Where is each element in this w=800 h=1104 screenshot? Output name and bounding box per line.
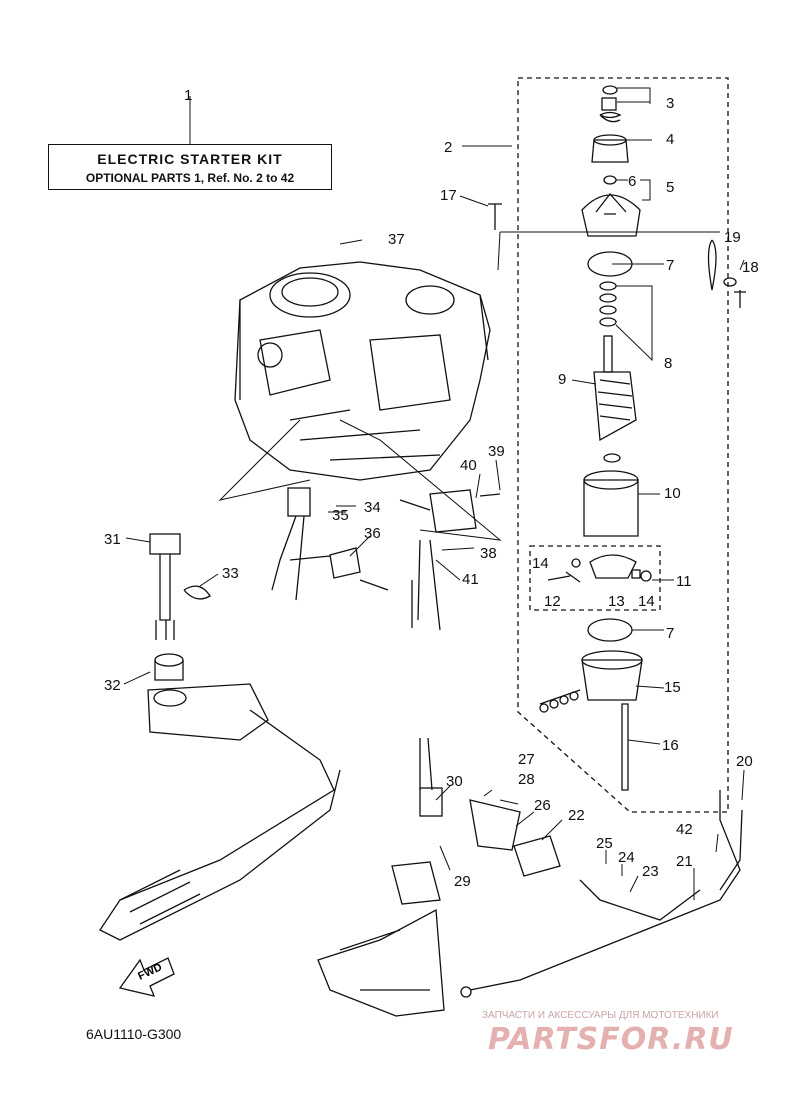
- callout-24: 24: [618, 849, 635, 866]
- callout-28: 28: [518, 771, 535, 788]
- engine-block: [234, 261, 491, 481]
- callout-34: 34: [364, 499, 381, 516]
- callout-11: 11: [676, 573, 692, 590]
- kit-subtitle: OPTIONAL PARTS 1, Ref. No. 2 to 42: [85, 171, 295, 185]
- callout-20: 20: [736, 753, 753, 770]
- callout-14-left: 14: [532, 555, 549, 572]
- callout-5: 5: [666, 179, 674, 196]
- callout-16: 16: [662, 737, 679, 754]
- callout-39: 39: [488, 443, 505, 460]
- callout-10: 10: [664, 485, 681, 502]
- callout-32: 32: [104, 677, 121, 694]
- callout-12: 12: [544, 593, 561, 610]
- watermark-tagline: ЗАПЧАСТИ И АКСЕССУАРЫ ДЛЯ МОТОТЕХНИКИ: [482, 1010, 719, 1021]
- callout-1: 1: [184, 87, 192, 104]
- callout-40: 40: [460, 457, 477, 474]
- callout-21: 21: [676, 853, 693, 870]
- callout-25: 25: [596, 835, 613, 852]
- callout-14-right: 14: [638, 593, 655, 610]
- brush-holder-box: [529, 545, 661, 611]
- kit-label-box: ELECTRIC STARTER KIT OPTIONAL PARTS 1, R…: [48, 144, 332, 190]
- callout-7-bottom: 7: [666, 625, 674, 642]
- callout-22: 22: [568, 807, 585, 824]
- callout-33: 33: [222, 565, 239, 582]
- kit-title: ELECTRIC STARTER KIT: [97, 151, 283, 167]
- watermark-logo: PARTSFOR.RU: [488, 1022, 734, 1057]
- callout-19: 19: [724, 229, 741, 246]
- callout-17: 17: [440, 187, 457, 204]
- callout-8: 8: [664, 355, 672, 372]
- callout-26: 26: [534, 797, 551, 814]
- bottom-cowling: [317, 737, 561, 1017]
- switch-and-wiring: [149, 487, 389, 681]
- callout-35: 35: [332, 507, 349, 524]
- callout-9: 9: [558, 371, 566, 388]
- callout-7-top: 7: [666, 257, 674, 274]
- callout-15: 15: [664, 679, 681, 696]
- battery-cables: [460, 790, 743, 998]
- callout-4: 4: [666, 131, 674, 148]
- callout-30: 30: [446, 773, 463, 790]
- callout-3: 3: [666, 95, 674, 112]
- callout-41: 41: [462, 571, 479, 588]
- callout-29: 29: [454, 873, 471, 890]
- leader-lines: [123, 87, 745, 900]
- kit-boundary-dashed: [517, 77, 729, 813]
- callout-31: 31: [104, 531, 121, 548]
- callout-38: 38: [480, 545, 497, 562]
- rectifier-regulator: [399, 489, 501, 631]
- callout-6: 6: [628, 173, 636, 190]
- callout-23: 23: [642, 863, 659, 880]
- callout-13: 13: [608, 593, 625, 610]
- diagram-code: 6AU1110-G300: [86, 1026, 182, 1042]
- callout-36: 36: [364, 525, 381, 542]
- starter-parts: [488, 85, 746, 791]
- callout-37: 37: [388, 231, 405, 248]
- callout-27: 27: [518, 751, 535, 768]
- callout-42: 42: [676, 821, 693, 838]
- callout-2: 2: [444, 139, 452, 156]
- fwd-arrow-icon: FWD: [118, 957, 175, 997]
- callout-18: 18: [742, 259, 759, 276]
- tiller-handle: [99, 683, 341, 941]
